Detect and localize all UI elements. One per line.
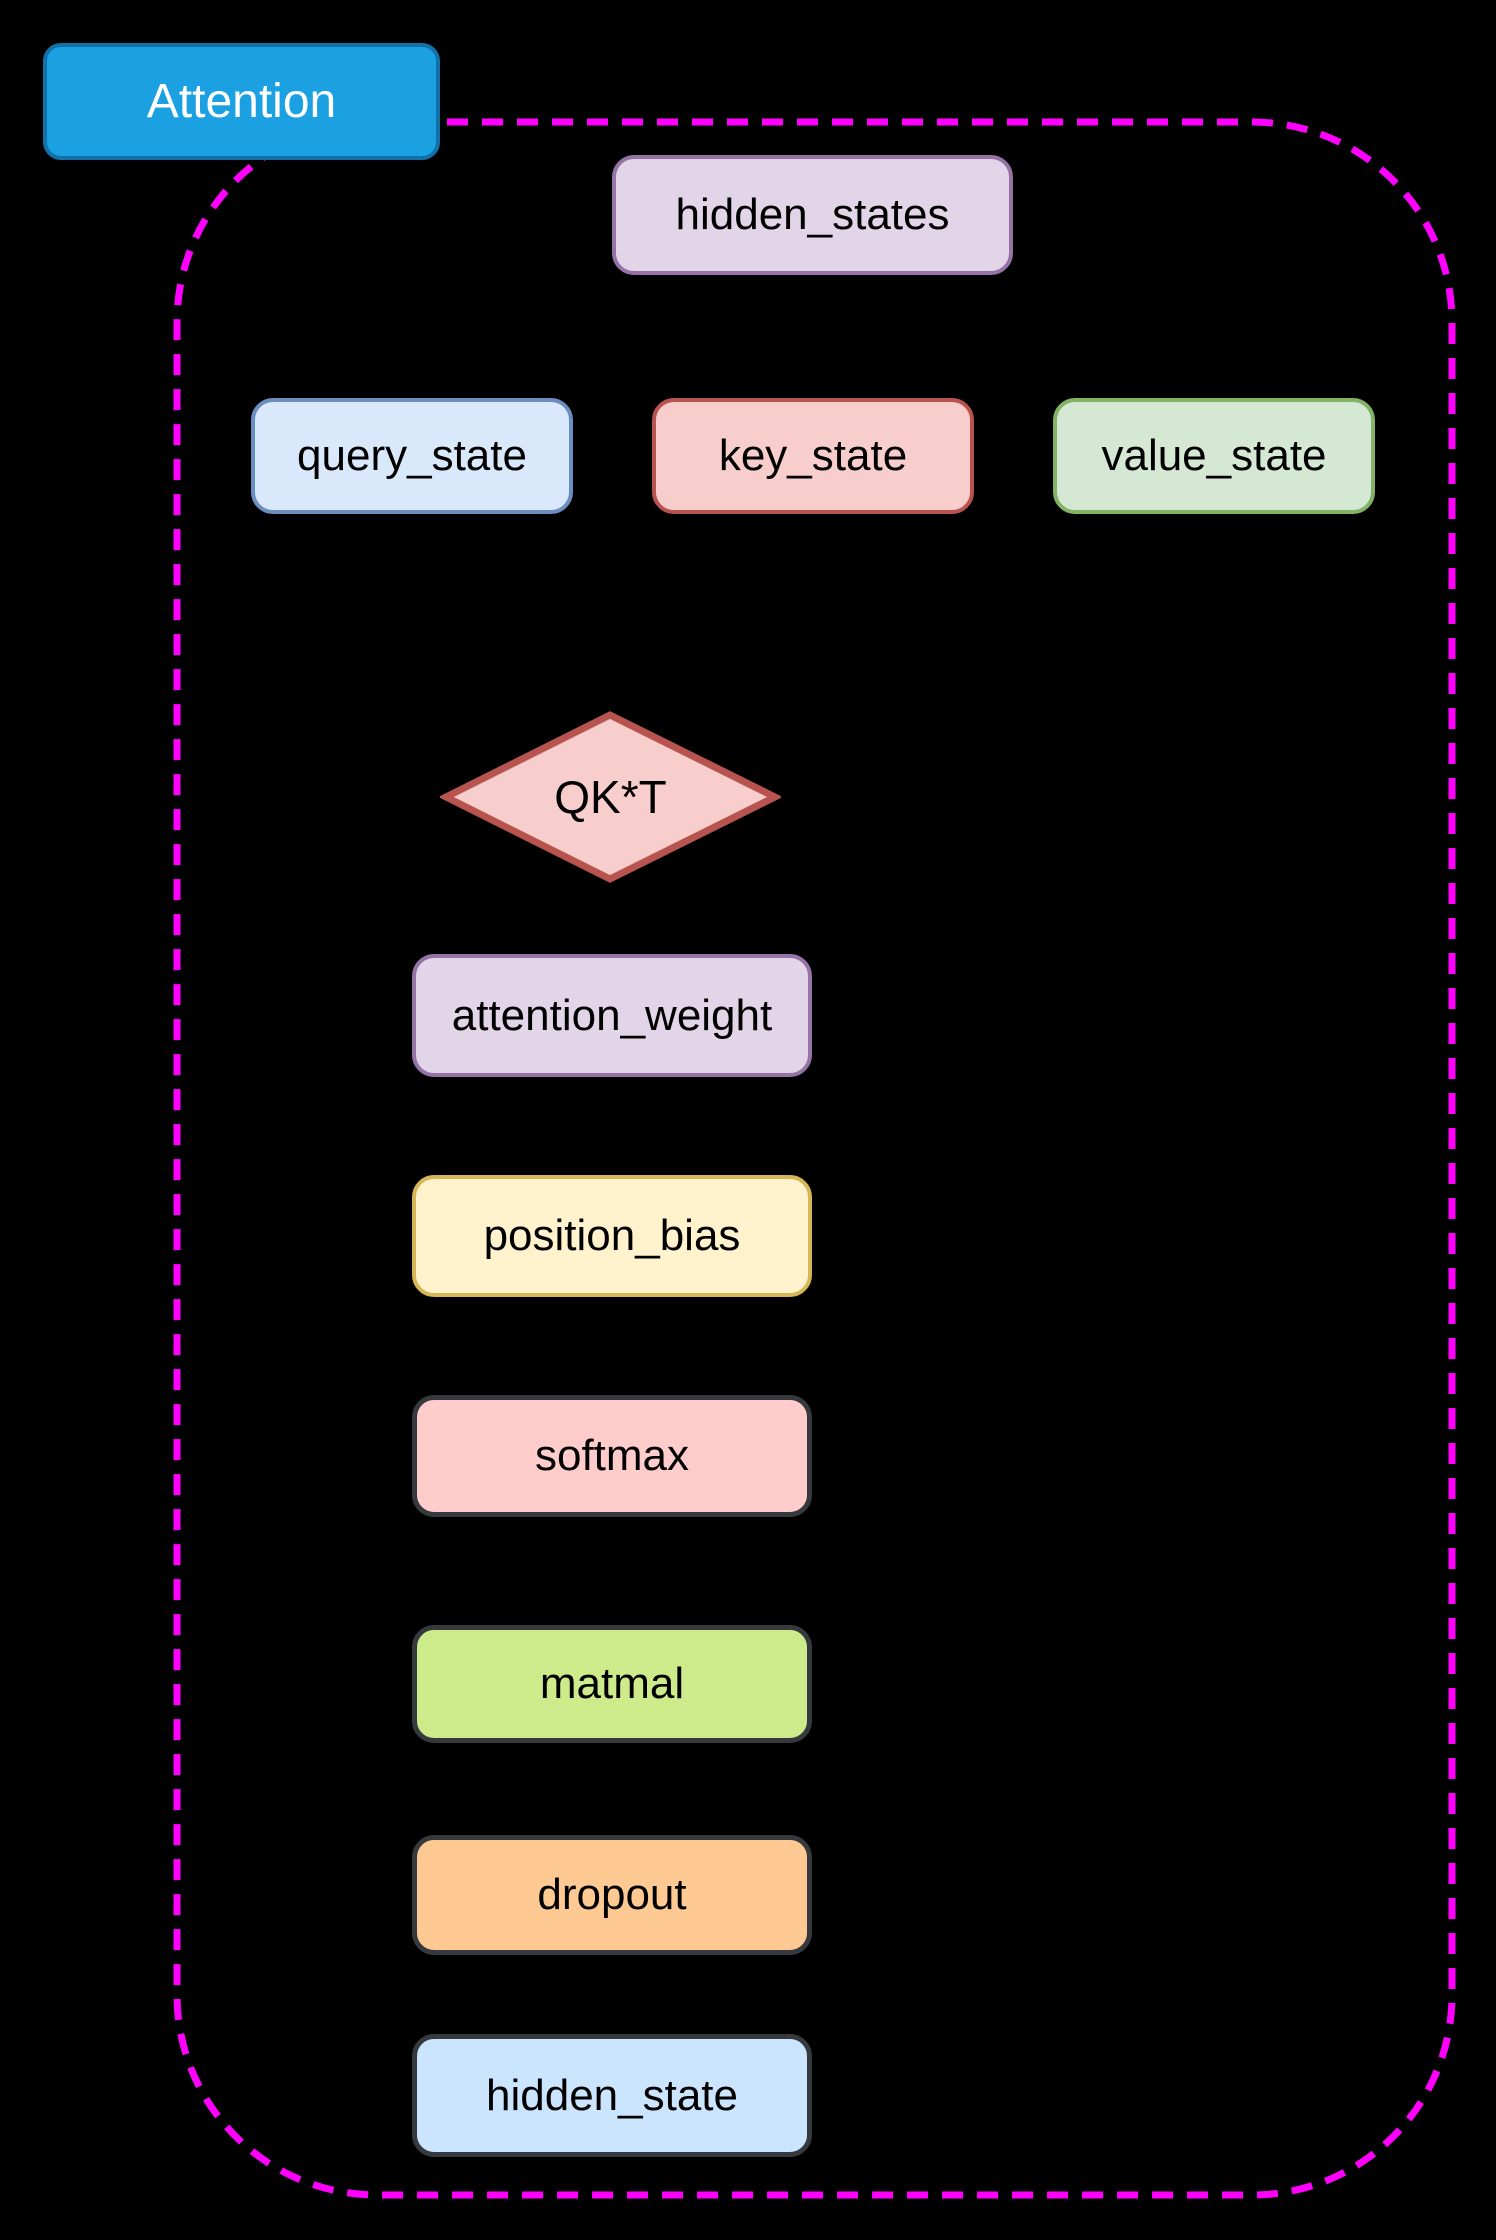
node-attention-weight: attention_weight <box>412 954 812 1077</box>
node-label: matmal <box>539 1659 685 1708</box>
node-label: query_state <box>297 431 527 480</box>
node-query-state: query_state <box>251 398 573 514</box>
node-label: softmax <box>534 1431 690 1480</box>
node-dropout: dropout <box>412 1835 812 1955</box>
node-matmal: matmal <box>412 1625 812 1743</box>
node-label: key_state <box>718 431 908 480</box>
node-position-bias: position_bias <box>412 1175 812 1297</box>
node-label: QK*T <box>554 771 667 823</box>
group-title-attention: Attention <box>43 43 440 160</box>
node-label: position_bias <box>483 1211 741 1260</box>
diamond-outline <box>440 711 781 883</box>
node-label: hidden_state <box>486 2070 738 2120</box>
node-key-state: key_state <box>652 398 974 514</box>
node-qkt-diamond: QK*T <box>440 709 781 885</box>
node-value-state: value_state <box>1053 398 1375 514</box>
node-label: attention_weight <box>451 990 773 1040</box>
group-title-label: Attention <box>146 75 337 128</box>
node-hidden-states: hidden_states <box>612 155 1013 275</box>
node-hidden-state: hidden_state <box>412 2034 812 2157</box>
node-label: value_state <box>1101 431 1327 480</box>
node-label: hidden_states <box>675 190 950 239</box>
node-label: dropout <box>537 1870 687 1919</box>
node-softmax: softmax <box>412 1395 812 1517</box>
